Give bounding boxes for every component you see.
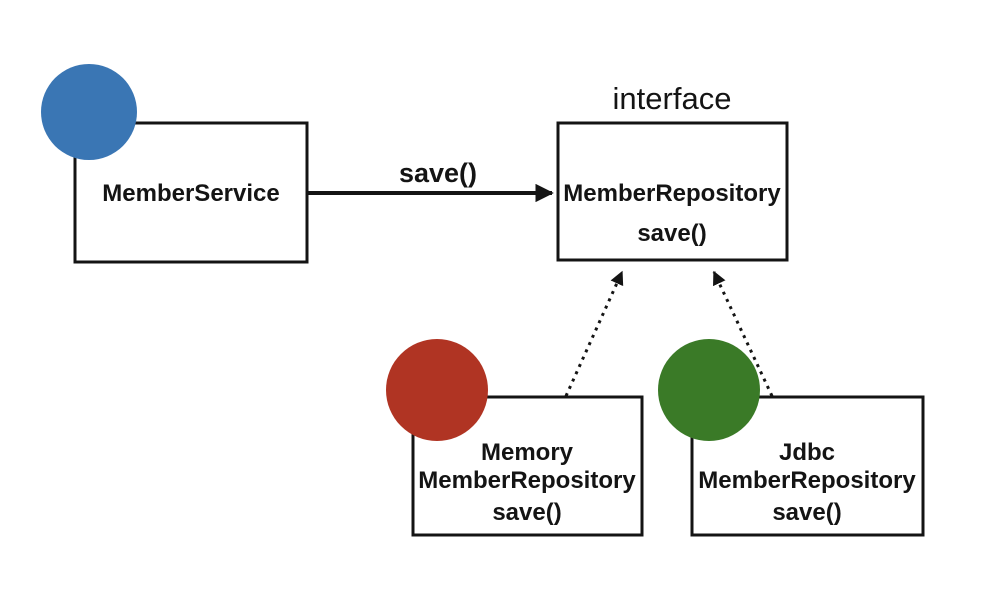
memory-member-repository-label-line2: MemberRepository <box>418 467 636 494</box>
memory-implements-dotted-arrow <box>564 270 624 397</box>
member-repository-interface-box <box>556 121 789 262</box>
member-repository-method-label: save() <box>637 220 706 247</box>
jdbc-implements-dotted-arrow <box>712 270 774 397</box>
memory-member-repository-bean-circle <box>386 339 488 441</box>
jdbc-member-repository-method-label: save() <box>772 499 841 526</box>
member-repository-label: MemberRepository <box>563 180 781 207</box>
member-service-bean-circle <box>41 64 137 160</box>
interface-stereotype-label: interface <box>613 81 732 116</box>
memory-member-repository-method-label: save() <box>492 499 561 526</box>
member-service-label: MemberService <box>102 180 279 207</box>
jdbc-member-repository-label-line2: MemberRepository <box>698 467 916 494</box>
jdbc-member-repository-bean-circle <box>658 339 760 441</box>
memory-member-repository-label-line1: Memory <box>481 439 574 466</box>
save-call-arrow-label: save() <box>399 158 477 188</box>
jdbc-member-repository-label-line1: Jdbc <box>779 439 835 466</box>
